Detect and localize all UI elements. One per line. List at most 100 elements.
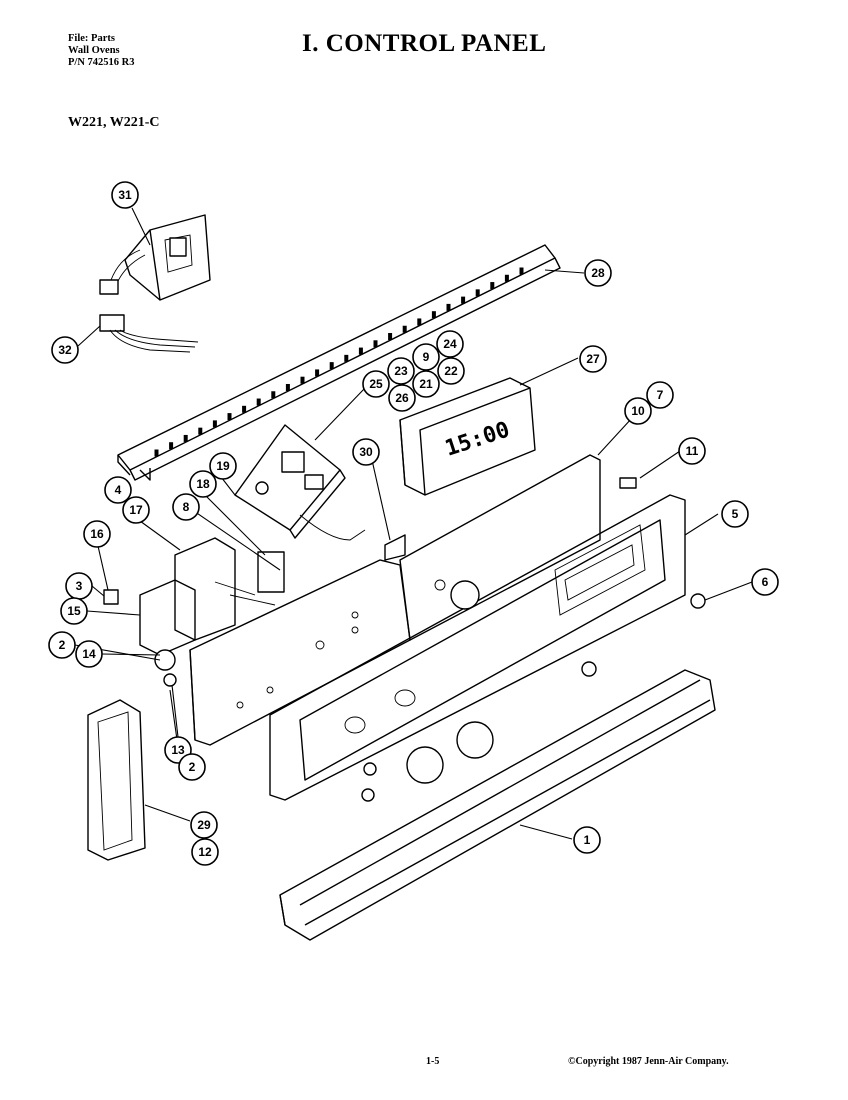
svg-text:28: 28 — [591, 266, 605, 280]
svg-text:9: 9 — [423, 350, 430, 364]
svg-text:1: 1 — [584, 833, 591, 847]
part-knobs — [361, 580, 706, 802]
page-number: 1-5 — [426, 1056, 440, 1067]
callout-9: 9 — [412, 343, 440, 371]
svg-text:32: 32 — [58, 343, 72, 357]
callout-15: 15 — [60, 597, 88, 625]
svg-text:25: 25 — [369, 377, 383, 391]
svg-text:14: 14 — [82, 647, 96, 661]
callout-10: 10 — [624, 397, 652, 425]
callout-27: 27 — [579, 345, 607, 373]
svg-text:6: 6 — [762, 575, 769, 589]
part-control-panel-front — [269, 494, 686, 801]
part-side-filler — [87, 699, 146, 861]
part-small-clip — [619, 477, 637, 489]
callout-31: 31 — [111, 181, 139, 209]
svg-text:5: 5 — [732, 507, 739, 521]
rail-slot — [519, 267, 524, 275]
svg-text:11: 11 — [686, 444, 699, 458]
part-wire-connector — [99, 314, 199, 353]
svg-text:22: 22 — [444, 364, 458, 378]
callout-19: 19 — [209, 452, 237, 480]
copyright-notice: ©Copyright 1987 Jenn-Air Company. — [568, 1056, 729, 1067]
svg-text:21: 21 — [419, 377, 433, 391]
svg-text:16: 16 — [90, 527, 104, 541]
rail-slot — [373, 340, 378, 348]
callout-14: 14 — [75, 640, 103, 668]
part-top-rail — [117, 244, 561, 481]
callout-3: 3 — [65, 572, 93, 600]
svg-text:18: 18 — [196, 477, 210, 491]
model-label: W221, W221-C — [68, 115, 160, 130]
rail-slot — [417, 318, 422, 326]
rail-slot — [431, 311, 436, 319]
rail-slot — [198, 427, 203, 435]
file-line-2: Wall Ovens — [68, 45, 120, 56]
rail-slot — [490, 282, 495, 290]
callout-1: 1 — [573, 826, 601, 854]
file-info: File: Parts Wall Ovens P/N 742516 R3 — [68, 33, 135, 69]
callout-23: 23 — [387, 357, 415, 385]
callout-30: 30 — [352, 438, 380, 466]
rail-slot — [285, 383, 290, 391]
part-trim-extrusion — [279, 669, 716, 941]
rail-slot — [212, 420, 217, 428]
svg-text:3: 3 — [76, 579, 83, 593]
svg-text:13: 13 — [171, 743, 185, 757]
rail-slot — [461, 296, 466, 304]
svg-text:23: 23 — [394, 364, 408, 378]
svg-text:7: 7 — [657, 388, 664, 402]
svg-text:29: 29 — [197, 818, 211, 832]
rail-slot — [475, 289, 480, 297]
rail-slot — [271, 391, 276, 399]
rail-slot — [344, 354, 349, 362]
svg-text:4: 4 — [115, 483, 122, 497]
rail-slot — [329, 362, 334, 370]
callout-29: 29 — [190, 811, 218, 839]
callout-2-top: 2 — [48, 631, 76, 659]
svg-text:24: 24 — [443, 337, 457, 351]
rail-slot — [154, 449, 159, 457]
display-readout: 15:00 — [442, 417, 513, 461]
callout-7: 7 — [646, 381, 674, 409]
svg-text:31: 31 — [118, 188, 132, 202]
callout-4: 4 — [104, 476, 132, 504]
svg-text:12: 12 — [198, 845, 212, 859]
rail-slot — [402, 325, 407, 333]
callout-17: 17 — [122, 496, 150, 524]
svg-text:15: 15 — [67, 604, 81, 618]
callout-6: 6 — [751, 568, 779, 596]
svg-text:2: 2 — [189, 760, 196, 774]
callout-28: 28 — [584, 259, 612, 287]
callout-22: 22 — [437, 357, 465, 385]
file-line-1: File: Parts — [68, 33, 115, 44]
svg-text:19: 19 — [216, 459, 230, 473]
callout-32: 32 — [51, 336, 79, 364]
rail-slot — [227, 413, 232, 421]
rail-slot — [388, 333, 393, 341]
callout-11: 11 — [678, 437, 706, 465]
svg-text:10: 10 — [631, 404, 645, 418]
part-bracket — [384, 534, 406, 561]
callout-21: 21 — [412, 370, 440, 398]
svg-text:26: 26 — [395, 391, 409, 405]
part-display-frame — [399, 454, 601, 641]
callout-24: 24 — [436, 330, 464, 358]
callout-8: 8 — [172, 493, 200, 521]
callout-16: 16 — [83, 520, 111, 548]
callout-26: 26 — [388, 384, 416, 412]
rail-slot — [358, 347, 363, 355]
rail-slot — [446, 303, 451, 311]
svg-text:27: 27 — [586, 352, 600, 366]
svg-text:17: 17 — [129, 503, 143, 517]
rail-slot — [504, 274, 509, 282]
svg-text:2: 2 — [59, 638, 66, 652]
callout-2-bottom: 2 — [178, 753, 206, 781]
callout-18: 18 — [189, 470, 217, 498]
part-circuit-board — [234, 424, 366, 541]
rail-slots — [154, 267, 524, 457]
part-chassis-panel — [189, 559, 446, 746]
svg-text:8: 8 — [183, 500, 190, 514]
page-title: I. CONTROL PANEL — [302, 30, 547, 57]
